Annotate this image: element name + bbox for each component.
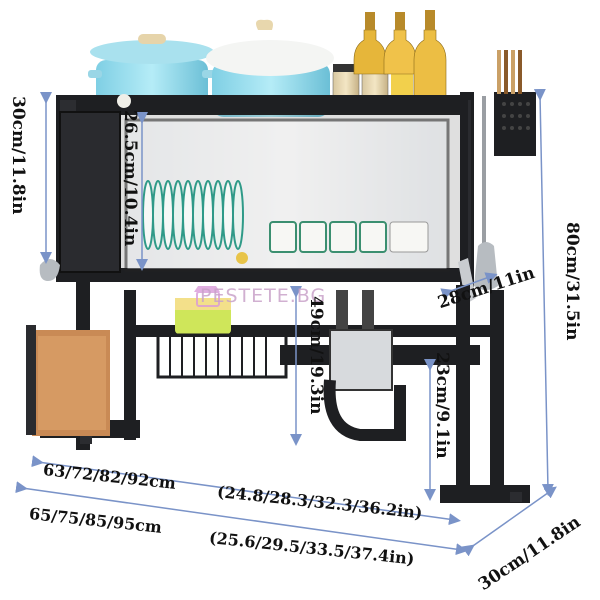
plate (212, 180, 224, 250)
plate (222, 180, 234, 250)
watermark-text: PESTETE.BG (200, 285, 327, 307)
height-left-label: 30cm/11.8in (8, 96, 28, 215)
plate (152, 180, 164, 250)
plate (182, 180, 194, 250)
dimension-lines (15, 88, 557, 557)
plate (202, 180, 214, 250)
sink-clearance-label: 49cm/19.3in (306, 296, 326, 415)
total-height-label: 80cm/31.5in (562, 222, 582, 341)
utensil-holder (494, 50, 536, 156)
watermark-logo (194, 286, 220, 307)
leg-height-label: 23cm/9.1in (432, 352, 452, 459)
side-cabinet-left (59, 94, 131, 273)
plate (172, 180, 184, 250)
panel-knob (236, 252, 248, 264)
inner-height-label: 26.5cm/10.4in (120, 110, 140, 247)
cutting-board (26, 325, 110, 436)
oil-bottles (353, 10, 447, 105)
plate (162, 180, 174, 250)
hanging-spoon (39, 259, 60, 281)
plate (142, 180, 154, 250)
plate (192, 180, 204, 250)
cups (269, 221, 429, 253)
sponge-basket (156, 298, 288, 379)
knife-holder (323, 290, 406, 441)
plate (232, 180, 244, 250)
